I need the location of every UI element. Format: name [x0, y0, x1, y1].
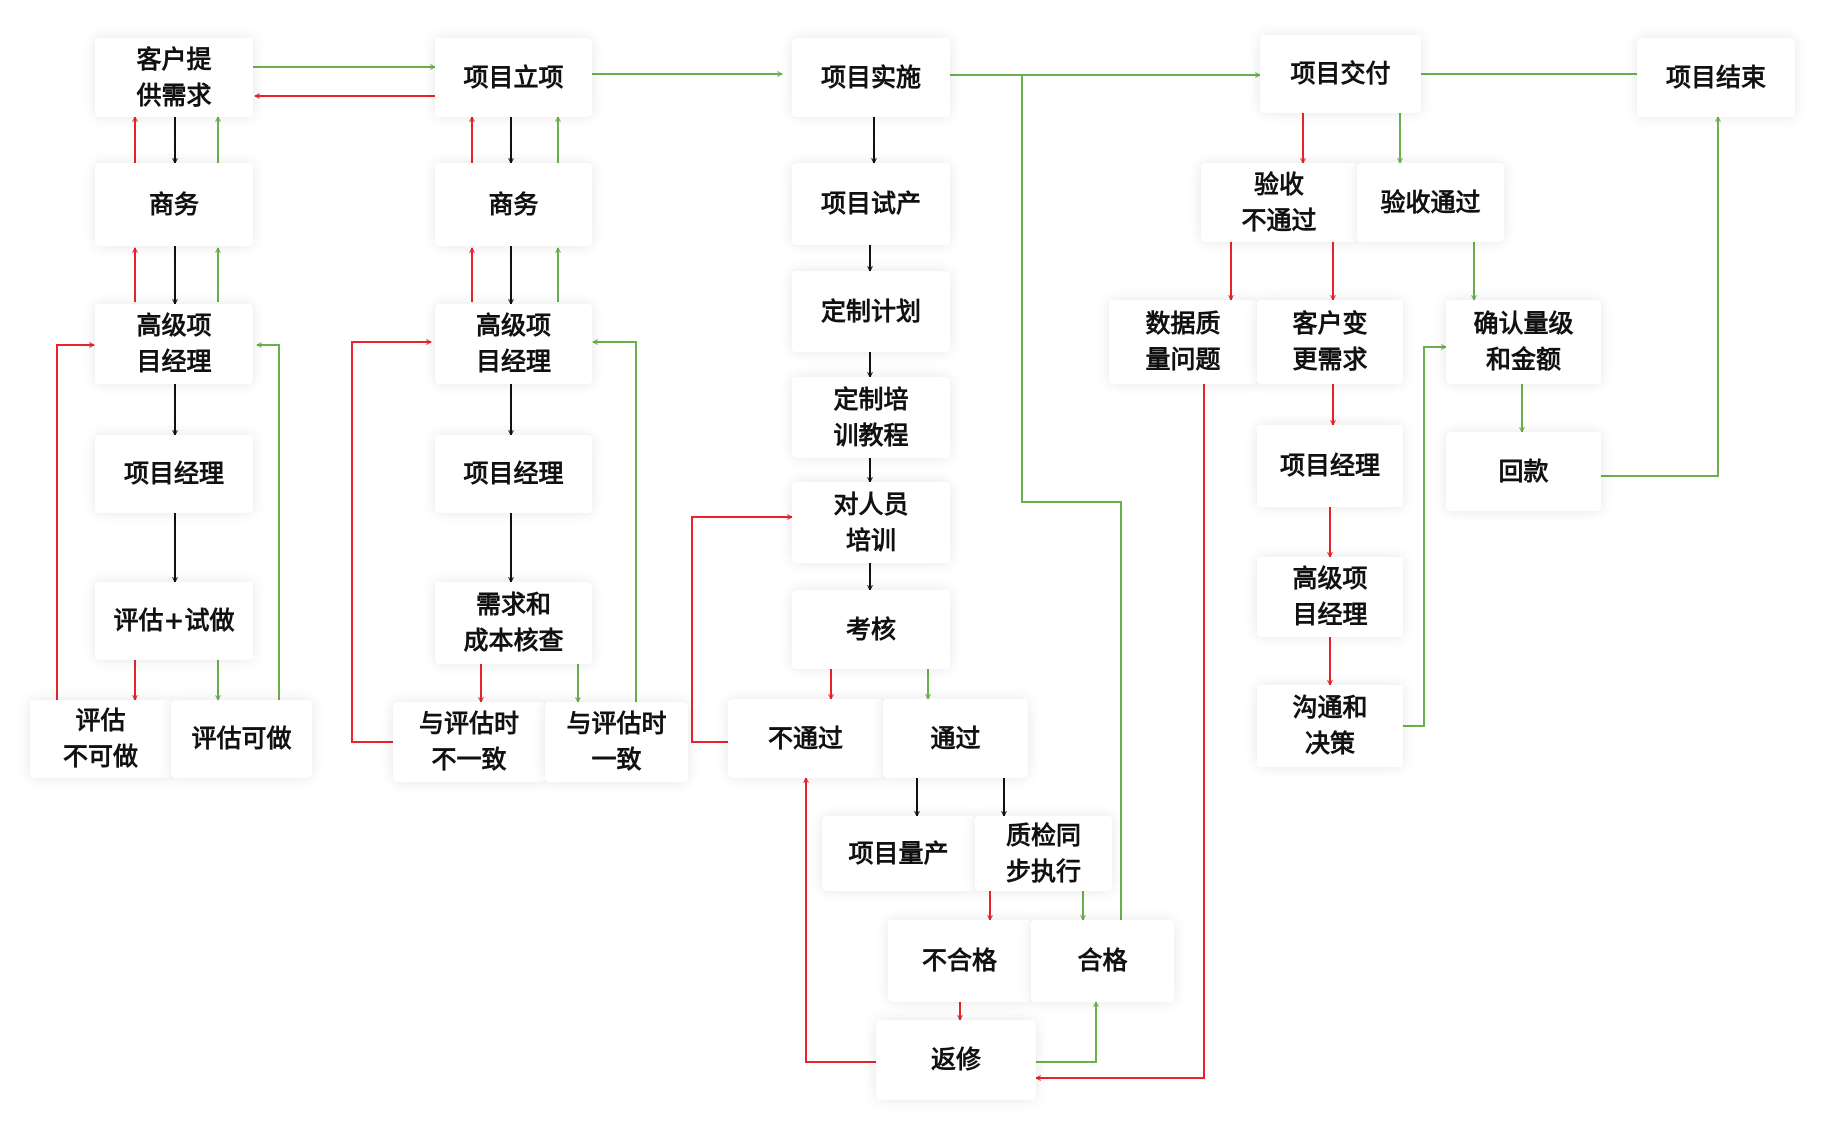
- evaluation-not-feasible-node: 评估 不可做: [30, 700, 171, 778]
- loop-data-to-rework: [1036, 384, 1205, 1078]
- loop-match-to-spm2: [593, 342, 637, 704]
- customer-request-node: 客户提 供需求: [95, 38, 253, 117]
- link-payment-to-end: [1601, 117, 1718, 477]
- demand-cost-check-node: 需求和 成本核查: [435, 582, 592, 664]
- loop-rework-to-qualified: [1036, 1002, 1096, 1063]
- link-communicate-to-confirm: [1403, 347, 1446, 727]
- project-manager-node-2: 项目经理: [435, 435, 592, 513]
- loop-eval-no-to-spm1: [56, 345, 94, 704]
- assessment-pass-node: 通过: [883, 699, 1028, 778]
- match-evaluation-node: 与评估时 一致: [545, 702, 688, 782]
- loop-eval-ok-to-spm1: [257, 345, 280, 704]
- mass-production-node: 项目量产: [822, 816, 975, 891]
- data-quality-issue-node: 数据质 量问题: [1109, 300, 1257, 384]
- loop-rework-to-fail: [806, 778, 876, 1063]
- communicate-decide-node: 沟通和 决策: [1257, 685, 1403, 767]
- acceptance-pass-node: 验收通过: [1357, 163, 1504, 242]
- link-qualified-to-delivery: [1021, 75, 1122, 920]
- evaluation-feasible-node: 评估可做: [171, 700, 312, 778]
- project-manager-node-1: 项目经理: [95, 435, 253, 513]
- senior-pm-node-2: 高级项 目经理: [435, 304, 592, 384]
- unqualified-node: 不合格: [888, 920, 1031, 1002]
- assessment-fail-node: 不通过: [728, 699, 883, 778]
- project-trial-production-node: 项目试产: [792, 163, 950, 245]
- custom-plan-node: 定制计划: [792, 271, 950, 352]
- assessment-node: 考核: [792, 590, 950, 669]
- loop-fail-to-train: [691, 517, 792, 743]
- payment-collection-node: 回款: [1446, 432, 1601, 511]
- qc-sync-node: 质检同 步执行: [975, 816, 1112, 891]
- acceptance-fail-node: 验收 不通过: [1201, 163, 1357, 242]
- confirm-volume-amount-node: 确认量级 和金额: [1446, 300, 1601, 384]
- project-implementation-node: 项目实施: [792, 38, 950, 117]
- mismatch-evaluation-node: 与评估时 不一致: [393, 702, 545, 782]
- rework-node: 返修: [876, 1020, 1036, 1100]
- qualified-node: 合格: [1031, 920, 1174, 1002]
- staff-training-node: 对人员 培训: [792, 482, 950, 563]
- senior-pm-node-1: 高级项 目经理: [95, 304, 253, 384]
- business-node-2: 商务: [435, 163, 592, 246]
- project-delivery-node: 项目交付: [1260, 35, 1421, 113]
- project-initiation-node: 项目立项: [435, 38, 592, 117]
- project-end-node: 项目结束: [1637, 38, 1795, 117]
- loop-mismatch-to-spm2: [351, 342, 431, 743]
- customer-change-request-node: 客户变 更需求: [1257, 300, 1403, 384]
- evaluation-trial-node: 评估+试做: [95, 582, 253, 660]
- project-manager-node-3: 项目经理: [1257, 425, 1403, 507]
- business-node-1: 商务: [95, 163, 253, 246]
- senior-pm-node-3: 高级项 目经理: [1257, 557, 1403, 637]
- custom-training-course-node: 定制培 训教程: [792, 377, 950, 458]
